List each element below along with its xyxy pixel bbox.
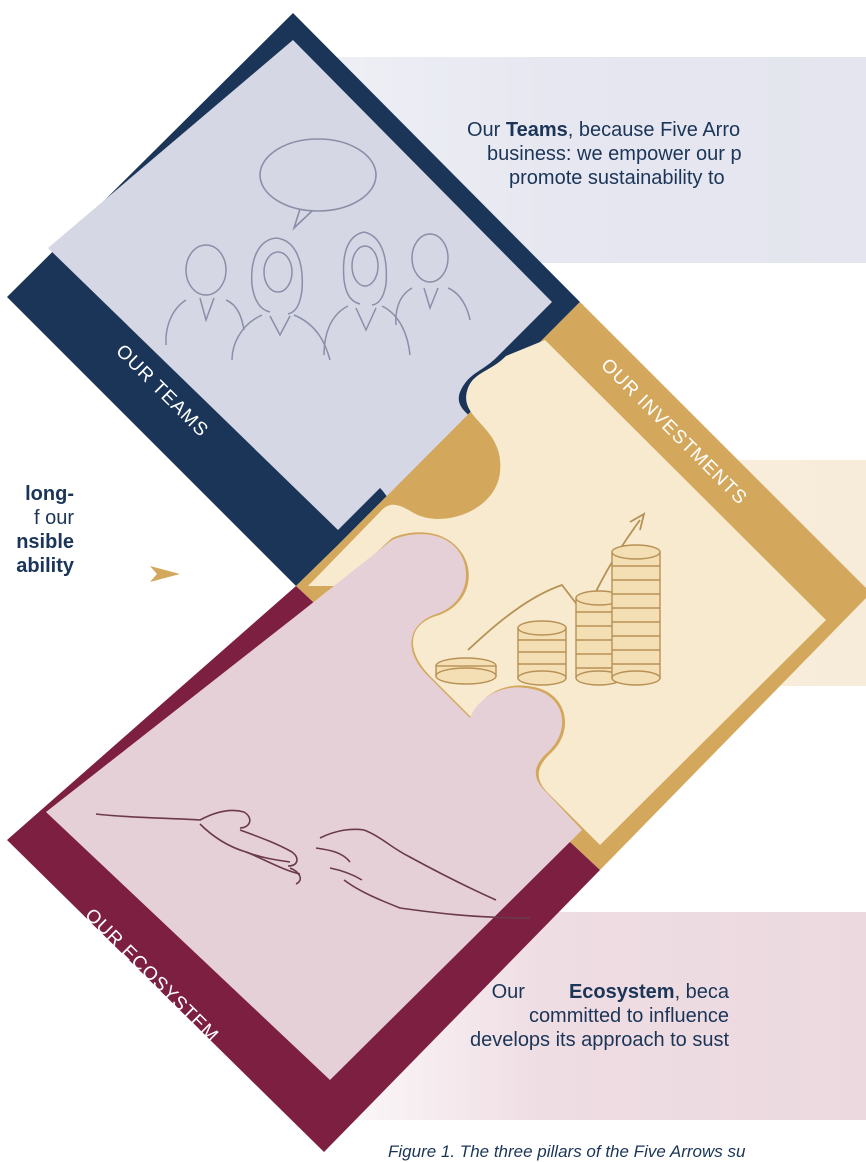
left-line1: long- xyxy=(25,483,74,505)
teams-line3: promote sustainability to xyxy=(509,167,725,189)
teams-line2: business: we empower our p xyxy=(487,143,742,165)
left-line4: ability xyxy=(16,555,74,577)
arrowhead-icon xyxy=(150,566,180,582)
speech-bubble-icon xyxy=(259,138,377,231)
coin-stacks-icon xyxy=(435,544,661,686)
ecosystem-line2: committed to influence xyxy=(528,1005,730,1027)
ecosystem-prefix: Our xyxy=(491,981,525,1003)
figure-caption: Figure 1. The three pillars of the Five … xyxy=(388,1142,746,1161)
ecosystem-description: Our Ecosystem, beca committed to influenc… xyxy=(470,980,729,1052)
people-sketch-icon xyxy=(165,231,471,361)
teams-description: Our Teams, because Five Arro business: w… xyxy=(467,118,742,190)
teams-line1-rest: , because Five Arro xyxy=(567,119,741,141)
left-line2: f our xyxy=(33,507,74,529)
teams-puzzle-piece: OUR TEAMS xyxy=(7,13,580,586)
ecosystem-line3: develops its approach to sust xyxy=(470,1029,730,1051)
left-intro-text: long- f our nsible ability xyxy=(0,482,74,578)
ecosystem-line1-rest: , beca xyxy=(674,981,730,1003)
ecosystem-puzzle-piece: OUR ECOSYSTEM xyxy=(7,534,600,1152)
teams-prefix: Our xyxy=(467,119,501,141)
left-line3: nsible xyxy=(16,531,74,553)
reaching-hands-icon xyxy=(95,809,531,919)
ecosystem-keyword: Ecosystem xyxy=(568,981,675,1003)
teams-keyword: Teams xyxy=(505,119,568,141)
